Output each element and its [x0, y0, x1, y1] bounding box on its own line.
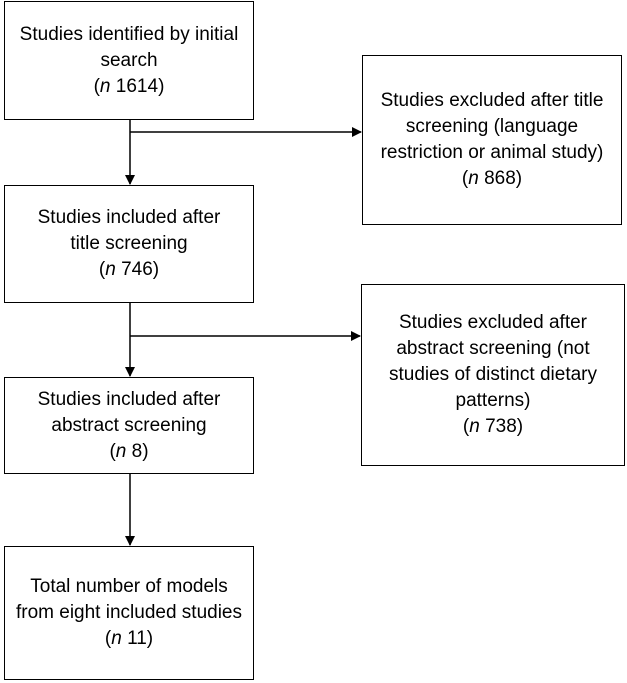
box-text-line: studies of distinct dietary: [388, 364, 598, 385]
box-text-line: Studies included after: [37, 207, 221, 228]
initial-search-box: Studies identified by initial search (n …: [4, 1, 254, 120]
box-text-line: Studies included after: [37, 388, 221, 410]
box-text-line: Studies excluded after: [398, 312, 587, 333]
box-text-line: screening (language: [405, 116, 579, 137]
box-text-line: search: [100, 49, 158, 71]
box-text-line: restriction or animal study): [380, 142, 604, 163]
box-text-line: title screening: [70, 233, 188, 254]
box-text-line: abstract screening: [51, 414, 207, 436]
box-count: (n 1614): [93, 75, 165, 97]
box-count: (n 868): [461, 168, 523, 189]
box-text-line: Total number of models: [30, 576, 228, 597]
excluded-title-box: Studies excluded after title screening (…: [362, 55, 622, 225]
box-text-line: from eight included studies: [15, 602, 242, 623]
box-count: (n 738): [462, 416, 524, 437]
box-count: (n 11): [104, 628, 154, 649]
box-count: (n 8): [109, 440, 149, 462]
box-text-line: patterns): [455, 390, 531, 411]
box-count: (n 746): [98, 259, 160, 280]
box-text-line: abstract screening (not: [396, 338, 590, 359]
box-text-line: Studies excluded after title: [380, 90, 604, 111]
excluded-abstract-box: Studies excluded after abstract screenin…: [361, 284, 625, 466]
included-title-box: Studies included after title screening (…: [4, 185, 254, 303]
total-models-box: Total number of models from eight includ…: [4, 546, 254, 680]
included-abstract-box: Studies included after abstract screenin…: [4, 377, 254, 474]
box-text-line: Studies identified by initial: [19, 23, 239, 45]
